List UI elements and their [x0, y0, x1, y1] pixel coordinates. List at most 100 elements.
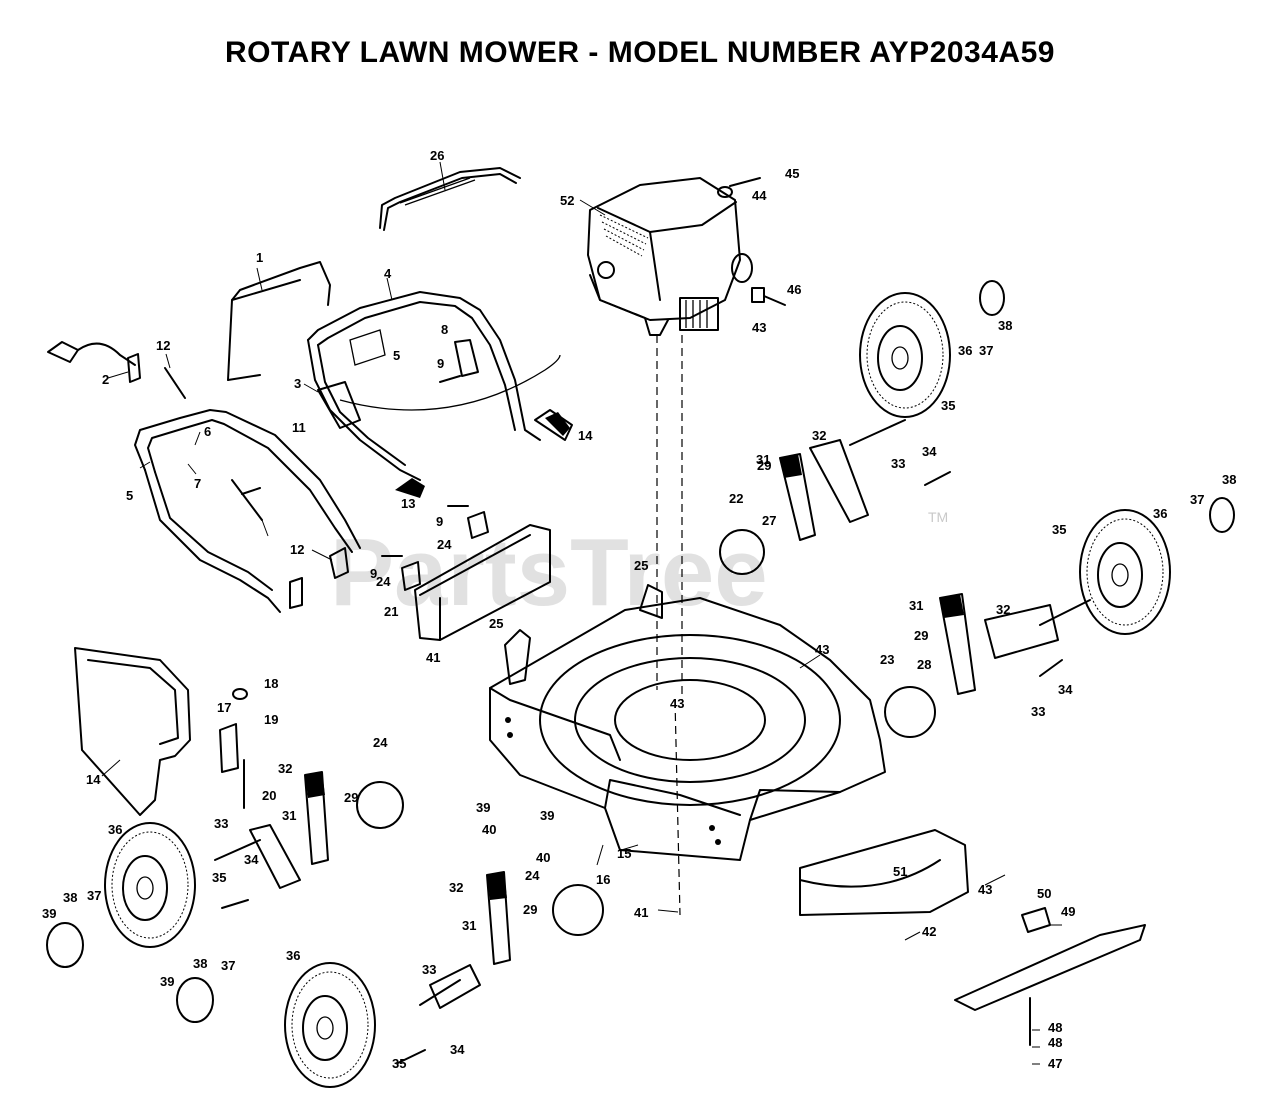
callout-number: 29: [344, 790, 358, 805]
callout-number: 33: [214, 816, 228, 831]
callout-number: 48: [1048, 1020, 1062, 1035]
callout-number: 36: [108, 822, 122, 837]
callout-number: 31: [756, 452, 770, 467]
callout-number: 56: [0, 0, 14, 3]
callout-number: 38: [998, 318, 1012, 333]
callout-number: 34: [450, 1042, 465, 1057]
callout-number: 17: [217, 700, 231, 715]
callout-number: 51: [893, 864, 907, 879]
callout-number: 23: [880, 652, 894, 667]
engine-fasteners: [717, 177, 786, 306]
callout-number: 52: [560, 193, 574, 208]
callout-number: 9: [436, 514, 443, 529]
callout-number: 34: [244, 852, 259, 867]
callout-number: 31: [462, 918, 476, 933]
handle-grip: [379, 167, 521, 229]
callout-number: 19: [264, 712, 278, 727]
callout-number: 25: [634, 558, 648, 573]
blade: [954, 924, 1146, 1011]
grass-bag-frame: [74, 647, 191, 816]
callout-number: 37: [87, 888, 101, 903]
callout-number: 44: [752, 188, 767, 203]
watermark-trademark: TM: [928, 509, 948, 525]
callout-number: 38: [63, 890, 77, 905]
callout-number: 24: [525, 868, 540, 883]
callout-number: 12: [156, 338, 170, 353]
callout-number: 32: [812, 428, 826, 443]
callout-number: 34: [1058, 682, 1073, 697]
mower-deck: [489, 597, 886, 861]
callout-number: 39: [160, 974, 174, 989]
callout-number: 33: [1031, 704, 1045, 719]
callout-number: 14: [86, 772, 101, 787]
upper-handle: [307, 291, 541, 441]
callout-number: 49: [1061, 904, 1075, 919]
callout-number: 37: [1190, 492, 1204, 507]
wheel-left-front: [104, 822, 196, 948]
callout-number: 24: [376, 574, 391, 589]
callout-number: 53: [0, 0, 14, 3]
callout-number: 14: [578, 428, 593, 443]
callout-number: 37: [221, 958, 235, 973]
callout-number: 33: [891, 456, 905, 471]
callout-number: 1: [256, 250, 263, 265]
callout-number: 35: [212, 870, 226, 885]
callout-number: 38: [193, 956, 207, 971]
callout-number: 25: [489, 616, 503, 631]
callout-number: 43: [670, 696, 684, 711]
callout-number: 43: [815, 642, 829, 657]
callout-number: 20: [262, 788, 276, 803]
callout-number: 6: [204, 424, 211, 439]
lower-handle: [134, 409, 361, 549]
wheel-right-front: [1079, 509, 1171, 635]
callout-number: 8: [441, 322, 448, 337]
callout-number: 16: [596, 872, 610, 887]
callout-number: 40: [482, 822, 496, 837]
callout-number: 18: [264, 676, 278, 691]
callout-number: 45: [785, 166, 799, 181]
callout-number: 31: [282, 808, 296, 823]
discharge-guard: [799, 829, 969, 916]
callout-number: 4: [384, 266, 392, 281]
callout-number: 50: [1037, 886, 1051, 901]
callout-number: 47: [1048, 1056, 1062, 1071]
callout-number: 7: [194, 476, 201, 491]
callout-number: 5: [393, 348, 400, 363]
callout-number: 36: [958, 343, 972, 358]
wheel-left-rear: [284, 962, 376, 1088]
callout-number: 24: [437, 537, 452, 552]
callout-number: 35: [941, 398, 955, 413]
callout-number: 55: [0, 0, 14, 3]
callout-number: 40: [536, 850, 550, 865]
callout-number: 39: [42, 906, 56, 921]
callout-number: 37: [979, 343, 993, 358]
callout-number: 43: [978, 882, 992, 897]
callout-number: 42: [922, 924, 936, 939]
rear-baffle: [414, 524, 551, 641]
callout-number: 48: [1048, 1035, 1062, 1050]
callout-number: 2: [102, 372, 109, 387]
callout-number: 35: [1052, 522, 1066, 537]
diagram-title: ROTARY LAWN MOWER - MODEL NUMBER AYP2034…: [225, 36, 1055, 69]
engine: [587, 177, 753, 336]
callout-number: 41: [426, 650, 440, 665]
callout-number: 9: [437, 356, 444, 371]
callout-number: 33: [422, 962, 436, 977]
callout-number: 32: [996, 602, 1010, 617]
control-bail: [227, 261, 331, 381]
callout-number: 28: [917, 657, 931, 672]
callout-number: 21: [384, 604, 398, 619]
callout-number: 39: [540, 808, 554, 823]
callout-number: 12: [290, 542, 304, 557]
callout-number: 36: [286, 948, 300, 963]
callout-number: 43: [752, 320, 766, 335]
callout-number: 46: [787, 282, 801, 297]
callout-number: 31: [909, 598, 923, 613]
callout-number: 5: [126, 488, 133, 503]
callout-number: 15: [617, 846, 631, 861]
callout-number: 26: [430, 148, 444, 163]
callout-number: 24: [373, 735, 388, 750]
callout-number: 36: [1153, 506, 1167, 521]
